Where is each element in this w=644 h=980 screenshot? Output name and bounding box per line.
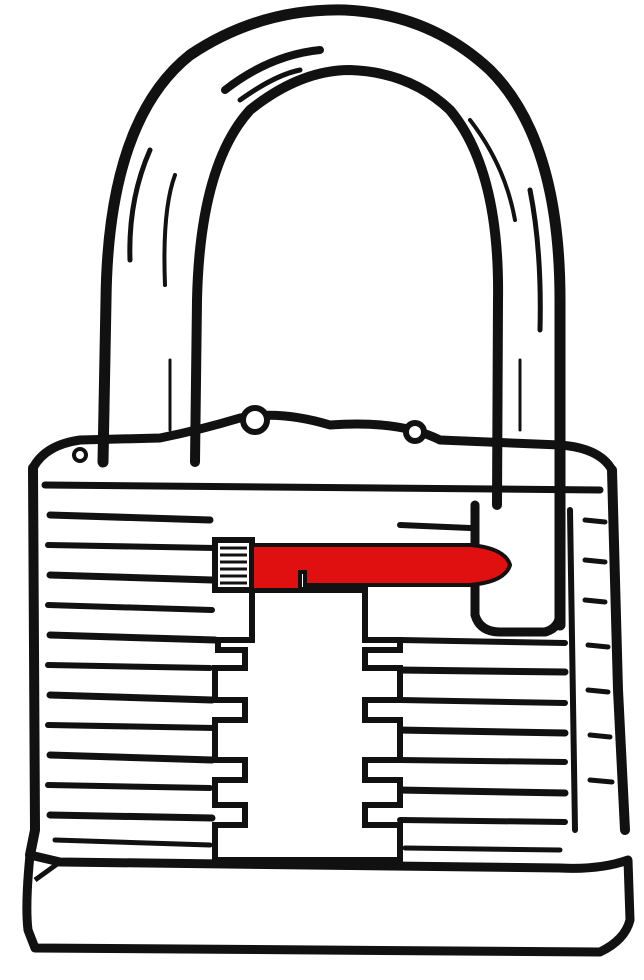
body-laminations xyxy=(48,515,215,845)
keyway-slot xyxy=(215,590,400,860)
base-plate xyxy=(27,855,630,952)
bolt-spring xyxy=(215,540,252,590)
shackle xyxy=(103,10,560,632)
locking-bolt xyxy=(252,545,510,590)
